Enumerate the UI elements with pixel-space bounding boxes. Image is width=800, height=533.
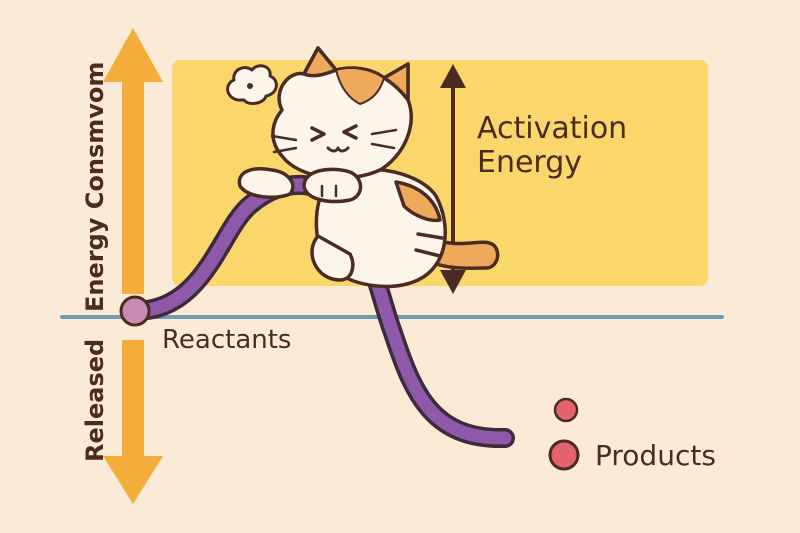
products-label: Products <box>595 439 716 472</box>
axis-label-lower: Released <box>81 339 109 462</box>
product-point-small <box>553 397 579 423</box>
energy-up-arrow <box>103 28 163 294</box>
reactants-label: Reactants <box>162 325 291 355</box>
activation-energy-label-line2: Energy <box>477 145 582 180</box>
activation-energy-arrow <box>440 64 466 294</box>
puff-cloud-icon <box>226 64 278 105</box>
activation-energy-label-line1: Activation <box>477 111 627 146</box>
reactant-point <box>119 295 151 327</box>
axis-label-upper: Energy Consmvom <box>81 62 109 312</box>
product-point <box>548 439 580 471</box>
energy-down-arrow <box>103 340 163 504</box>
cat-illustration <box>237 46 500 289</box>
